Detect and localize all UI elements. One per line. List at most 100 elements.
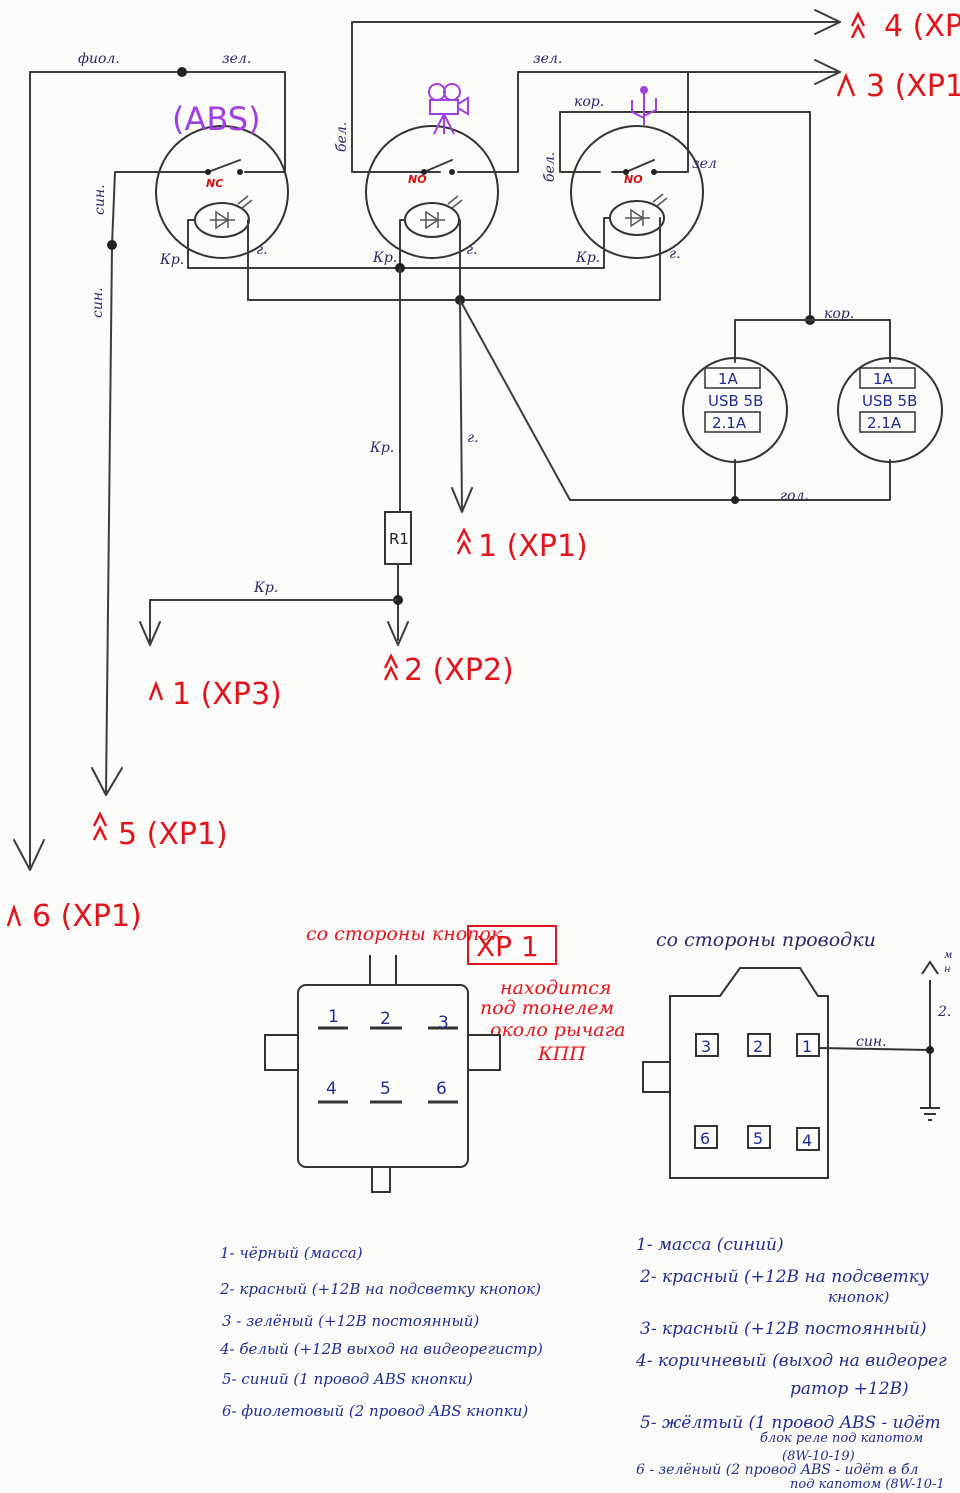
pin-label: 6 xyxy=(700,1129,710,1148)
arrow-out3 xyxy=(814,59,841,85)
legend-right-item: 3- красный (+12В постоянный) xyxy=(640,1319,927,1339)
wire-label: син. xyxy=(856,1034,887,1050)
wire-label: зел xyxy=(692,156,717,172)
legend-right-item: 1- масса (синий) xyxy=(636,1235,784,1255)
pin-label: 5 xyxy=(380,1079,391,1099)
resistor-label: R1 xyxy=(389,530,409,548)
output-3-label: 3 (XP1 xyxy=(866,69,960,104)
connector-side-buttons: со стороны кнопок xyxy=(306,923,503,945)
usb-label: USB 5B xyxy=(708,392,763,410)
wire-label: 2. xyxy=(937,1004,951,1020)
usb-current-2: 2.1A xyxy=(712,414,747,432)
pin-label: 2 xyxy=(380,1009,391,1029)
side-note: м xyxy=(944,950,952,961)
wire-kor xyxy=(559,111,811,321)
output-2-label: 2 (XP2) xyxy=(404,653,514,688)
wire-sin xyxy=(105,171,193,793)
wire-label: зел. xyxy=(533,51,562,67)
wire-label: Кр. xyxy=(159,252,184,268)
wire-label: Кр. xyxy=(372,250,397,266)
usb-socket-1 xyxy=(682,357,788,463)
abs-state: NC xyxy=(206,177,223,190)
side-note: н xyxy=(944,964,951,975)
legend-right-item: кнопок) xyxy=(828,1288,890,1306)
pin-label: 2 xyxy=(753,1037,763,1056)
wire-g-gol xyxy=(459,299,891,501)
pin-label: 1 xyxy=(328,1007,339,1027)
wire-label: Кр. xyxy=(253,580,278,596)
pin-label: 4 xyxy=(326,1079,337,1099)
legend-right-item: под капотом (8W-10-1 xyxy=(790,1477,945,1492)
usb-label: USB 5B xyxy=(862,392,917,410)
output-1-label: 1 (XP1) xyxy=(478,529,588,564)
connector-name: XP 1 xyxy=(476,930,539,963)
output-4-label: 4 (XP xyxy=(884,9,960,44)
legend-left-item: 1- чёрный (масса) xyxy=(220,1244,363,1262)
usb-current-1: 1A xyxy=(718,370,739,388)
wire-label: бел. xyxy=(334,122,350,152)
legend-right-item: 5- жёлтый (1 провод ABS - идёт xyxy=(640,1413,941,1433)
wire-kor-usb xyxy=(734,319,891,363)
output-marks xyxy=(6,11,866,927)
wire-label: г. xyxy=(466,242,478,258)
legend-right-item: блок реле под капотом xyxy=(760,1431,923,1446)
junction-dot xyxy=(731,496,739,504)
pin-label: 1 xyxy=(802,1037,812,1056)
wire-kr-out1b xyxy=(149,599,399,646)
connector-location-1: находится xyxy=(500,977,612,999)
switch-camera xyxy=(365,125,499,301)
wire-label: г. xyxy=(669,246,681,262)
pin-label: 5 xyxy=(753,1129,763,1148)
wire-label: кор. xyxy=(574,94,604,110)
switch-usb xyxy=(570,125,704,301)
wire-label: г. xyxy=(467,430,479,446)
legend-left-item: 3 - зелёный (+12В постоянный) xyxy=(222,1312,479,1330)
usb-socket-2 xyxy=(837,357,943,463)
legend-left-item: 2- красный (+12В на подсветку кнопок) xyxy=(219,1280,541,1298)
usb-icon xyxy=(631,86,657,125)
pin-label: 3 xyxy=(701,1037,711,1056)
abs-title: (ABS) xyxy=(172,100,261,138)
legend-right-item: 2- красный (+12В на подсветку xyxy=(639,1267,929,1287)
switch-abs xyxy=(155,125,289,301)
connector-left xyxy=(264,955,501,1193)
wire-bel xyxy=(351,21,841,173)
wire-g-out1 xyxy=(459,299,463,511)
wire-zel-right xyxy=(654,71,689,173)
pin-label: 4 xyxy=(802,1131,812,1150)
legend-left-item: 6- фиолетовый (2 провод ABS кнопки) xyxy=(222,1402,528,1420)
connector-location-4: КПП xyxy=(537,1043,586,1065)
usb-state: NO xyxy=(624,173,643,186)
legend-right-item: ратор +12В) xyxy=(790,1379,909,1399)
connector-location-2: под тонелем xyxy=(480,997,614,1019)
legend-right-item: (8W-10-19) xyxy=(782,1449,855,1464)
connector-side-wiring: со стороны проводки xyxy=(656,929,876,951)
legend-right-item: 4- коричневый (выход на видеорег xyxy=(635,1351,947,1371)
wire-label: Кр. xyxy=(575,250,600,266)
junction-dot xyxy=(926,1046,934,1054)
connector-right xyxy=(642,960,940,1179)
usb-current-1: 1A xyxy=(873,370,894,388)
arrow-out6 xyxy=(13,839,45,871)
wire-label: кор. xyxy=(824,306,854,322)
arrow-out1b xyxy=(139,621,161,646)
pin-label: 3 xyxy=(438,1013,449,1033)
pin-label: 6 xyxy=(436,1079,447,1099)
wire-label: син. xyxy=(92,184,108,215)
junction-dot xyxy=(177,67,187,77)
output-5-label: 5 (XP1) xyxy=(118,817,228,852)
connector-name-box xyxy=(467,925,557,965)
arrow-out5 xyxy=(91,767,123,796)
output-1b-label: 1 (XP3) xyxy=(172,677,282,712)
wire-zel-out3 xyxy=(457,71,841,173)
output-6-label: 6 (XP1) xyxy=(32,899,142,934)
wire-label: г. xyxy=(256,242,268,258)
wire-label: зел. xyxy=(222,51,251,67)
camera-icon xyxy=(428,83,469,135)
legend-left-item: 4- белый (+12В выход на видеорегистр) xyxy=(219,1340,543,1358)
legend-right-item: 6 - зелёный (2 провод ABS - идёт в бл xyxy=(636,1462,918,1478)
connector-location-3: около рычага xyxy=(490,1019,626,1041)
wire-label: гол. xyxy=(780,488,809,504)
legend-left-item: 5- синий (1 провод ABS кнопки) xyxy=(222,1370,473,1388)
